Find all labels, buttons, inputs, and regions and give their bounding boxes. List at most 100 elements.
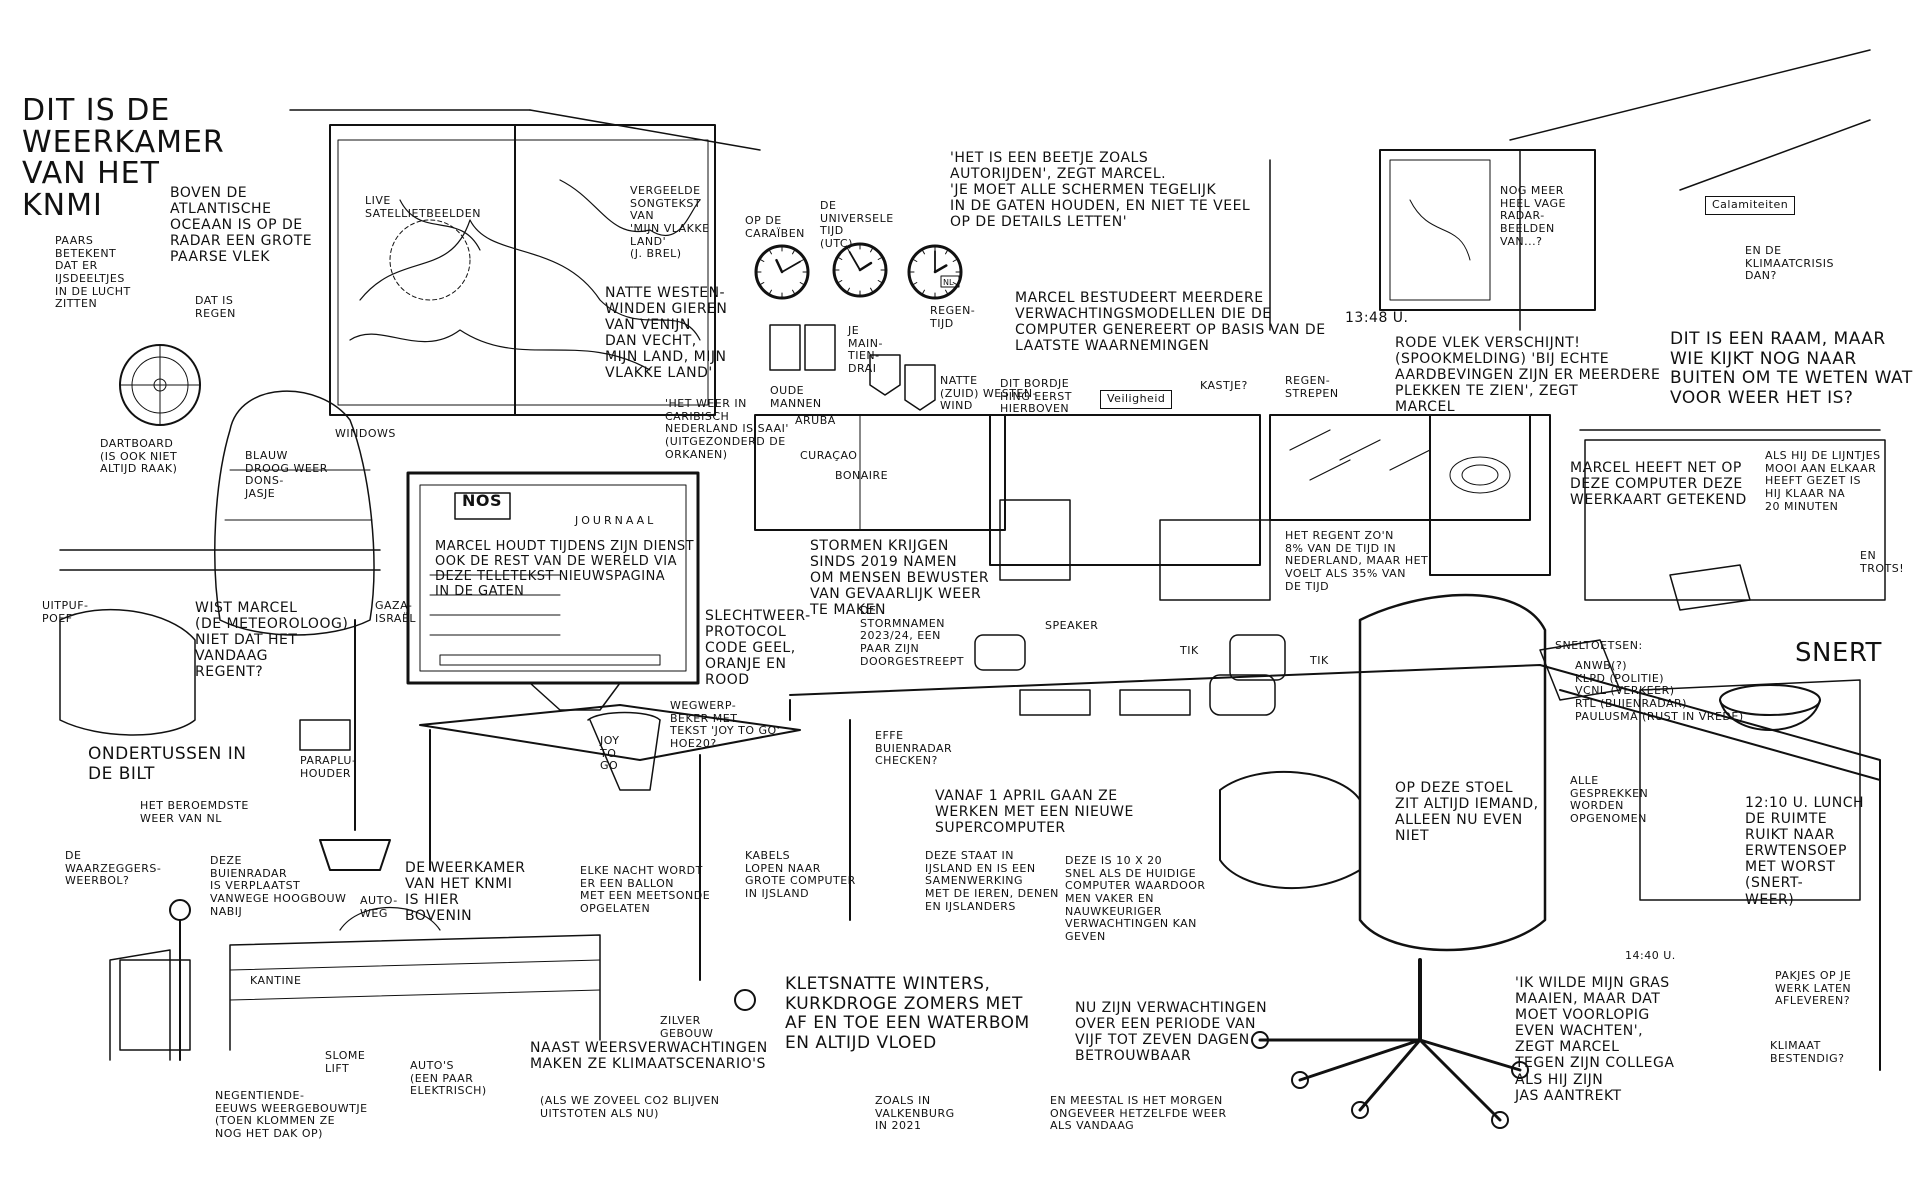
valkenburg-annotation: ZOALS IN VALKENBURG IN 2021 bbox=[875, 1094, 955, 1133]
klimaat-bestendig-annotation: KLIMAAT BESTENDIG? bbox=[1770, 1039, 1845, 1065]
ondertussen-annotation: ONDERTUSSEN IN DE BILT bbox=[88, 744, 247, 784]
satellite-screens bbox=[329, 124, 716, 416]
clock-hour-hand bbox=[775, 258, 784, 274]
marcel-bestudeert-annotation: MARCEL BESTUDEERT MEERDERE VERWACHTINGSM… bbox=[1015, 290, 1326, 355]
co2-annotation: (ALS WE ZOVEEL CO2 BLIJVEN UITSTOTEN ALS… bbox=[540, 1094, 720, 1120]
calamiteiten-sign: Calamiteiten bbox=[1705, 196, 1796, 215]
wall-clock: NL bbox=[907, 244, 963, 300]
curacao-label: CURAÇAO bbox=[800, 449, 858, 462]
regenstrepen-annotation: REGEN- STREPEN bbox=[1285, 374, 1339, 400]
caraiben-clock-label: OP DE CARAÏBEN bbox=[745, 214, 805, 240]
kletsnatte-annotation: KLETSNATTE WINTERS, KURKDROGE ZOMERS MET… bbox=[785, 974, 1030, 1053]
office-chair bbox=[1219, 593, 1547, 1129]
wall-clocks: NL bbox=[754, 242, 963, 300]
clock-tick bbox=[759, 282, 765, 285]
clock-tick bbox=[792, 249, 795, 255]
je-maintiendrai-label: JE MAIN- TIEN- DRAI bbox=[848, 324, 883, 375]
marcel-houdt-annotation: MARCEL HOUDT TIJDENS ZIJN DIENST OOK DE … bbox=[435, 539, 695, 599]
clock-tick bbox=[837, 257, 843, 260]
center-screens bbox=[754, 414, 1531, 601]
telephone bbox=[1539, 564, 1751, 701]
knmi-building bbox=[109, 899, 601, 1061]
autoweg-label: AUTO- WEG bbox=[360, 894, 398, 920]
tik-label-1: TIK bbox=[1180, 644, 1199, 657]
sneltoets-item: VCNL (VERKEER) bbox=[1575, 684, 1675, 698]
nog-meer-annotation: NOG MEER HEEL VAGE RADAR- BEELDEN VAN...… bbox=[1500, 184, 1566, 248]
autorijden-quote: 'HET IS EEN BEETJE ZOALS AUTORIJDEN', ZE… bbox=[950, 150, 1251, 231]
wall-clock bbox=[754, 244, 810, 300]
clock-tick bbox=[769, 289, 772, 295]
wall-plaques bbox=[769, 324, 936, 411]
rode-vlek-annotation: RODE VLEK VERSCHIJNT! (SPOOKMELDING) 'BI… bbox=[1395, 335, 1661, 416]
raam-annotation: DIT IS EEN RAAM, MAAR WIE KIJKT NOG NAAR… bbox=[1670, 329, 1913, 408]
nos-logo: NOS bbox=[462, 491, 503, 510]
beroemdste-annotation: HET BEROEMDSTE WEER VAN NL bbox=[140, 799, 249, 825]
live-sat-annotation: LIVE SATELLIETBEELDEN bbox=[365, 194, 481, 220]
veiligheid-sign: Veiligheid bbox=[1100, 390, 1173, 409]
title-annotation: DIT IS DE WEERKAMER VAN HET KNMI bbox=[22, 93, 225, 223]
bonaire-label: BONAIRE bbox=[835, 469, 889, 482]
paars-annotation: PAARS BETEKENT DAT ER IJSDEELTJES IN DE … bbox=[55, 234, 131, 311]
sneltoetsen-title: SNELTOETSEN: bbox=[1555, 639, 1643, 652]
clock-tick bbox=[952, 282, 958, 285]
left-desk bbox=[419, 704, 801, 1011]
upper-right-screen bbox=[1379, 149, 1596, 311]
stormen-annotation: STORMEN KRIJGEN SINDS 2019 NAMEN OM MENS… bbox=[810, 538, 990, 619]
clock-tick bbox=[799, 282, 805, 285]
autos-label: AUTO'S (EEN PAAR ELEKTRISCH) bbox=[410, 1059, 487, 1098]
gesprekken-annotation: ALLE GESPREKKEN WORDEN OPGENOMEN bbox=[1570, 774, 1649, 825]
pakjes-annotation: PAKJES OP JE WERK LATEN AFLEVEREN? bbox=[1775, 969, 1852, 1008]
sneltoets-item: PAULUSMA (RUST IN VREDE) bbox=[1575, 709, 1744, 723]
clock-tick bbox=[870, 247, 873, 253]
stoel-annotation: OP DEZE STOEL ZIT ALTIJD IEMAND, ALLEEN … bbox=[1395, 780, 1539, 845]
slome-lift-label: SLOME LIFT bbox=[325, 1049, 366, 1075]
gras-quote: 'IK WILDE MIJN GRAS MAAIEN, MAAR DAT MOE… bbox=[1515, 975, 1675, 1104]
caribisch-annotation: 'HET WEER IN CARIBISCH NEDERLAND IS SAAI… bbox=[665, 397, 789, 461]
wist-marcel-annotation: WIST MARCEL (DE METEOROLOOG) NIET DAT HE… bbox=[195, 600, 349, 681]
soup-bowl bbox=[1719, 684, 1821, 731]
clock-tick bbox=[877, 257, 883, 260]
regentijd-label: REGEN- TIJD bbox=[930, 304, 976, 330]
snert-label: SNERT bbox=[1795, 638, 1882, 668]
ijsland-annotation: DEZE STAAT IN IJSLAND EN IS EEN SAMENWER… bbox=[925, 849, 1059, 913]
stormnamen-annotation: DE STORMNAMEN 2023/24, EEN PAAR ZIJN DOO… bbox=[860, 604, 965, 668]
effe-annotation: EFFE BUIENRADAR CHECKEN? bbox=[875, 729, 953, 768]
clock-tick bbox=[922, 249, 925, 255]
clock-tick bbox=[945, 289, 948, 295]
speaker-label: SPEAKER bbox=[1045, 619, 1099, 632]
clock-tick bbox=[759, 259, 765, 262]
gaza-label: GAZA- ISRAËL bbox=[375, 599, 417, 625]
aruba-label: ARUBA bbox=[795, 414, 836, 427]
betrouwbaar-annotation: NU ZIJN VERWACHTINGEN OVER EEN PERIODE V… bbox=[1075, 1000, 1268, 1065]
clock-hour-hand bbox=[933, 264, 948, 274]
coat-stand bbox=[214, 390, 391, 871]
natte-zuid-label: NATTE (ZUID) WESTEN- WIND bbox=[940, 374, 1038, 413]
windows-label: WINDOWS bbox=[335, 427, 396, 440]
weather-map-screen bbox=[1429, 414, 1886, 601]
clock-minute-hand bbox=[781, 260, 801, 273]
clock-hour-hand bbox=[858, 261, 873, 272]
dons-annotation: BLAUW DROOG WEER DONS- JASJE bbox=[245, 449, 328, 500]
time-1348: 13:48 U. bbox=[1345, 310, 1409, 326]
utc-clock-label: DE UNIVERSELE TIJD (UTC) bbox=[820, 199, 894, 250]
lijntjes-annotation: ALS HIJ DE LIJNTJES MOOI AAN ELKAAR HEEF… bbox=[1765, 449, 1881, 513]
sneltoets-item: RTL (BUIENRADAR) bbox=[1575, 696, 1687, 710]
paraplu-annotation: PARAPLU- HOUDER bbox=[300, 754, 357, 780]
room-lines bbox=[59, 49, 1881, 571]
negentiende-annotation: NEGENTIENDE- EEUWS WEERGEBOUWTJE (TOEN K… bbox=[215, 1089, 368, 1140]
clock-tick bbox=[912, 282, 918, 285]
regen-annotation: DAT IS REGEN bbox=[195, 294, 236, 320]
uitpufpoef-annotation: UITPUF- POEF bbox=[42, 599, 89, 625]
joy-to-go-label: JOY TO GO bbox=[600, 734, 620, 773]
weerkamer-hier-annotation: DE WEERKAMER VAN HET KNMI IS HIER BOVENI… bbox=[405, 860, 526, 925]
vanaf-april-annotation: VANAF 1 APRIL GAAN ZE WERKEN MET EEN NIE… bbox=[935, 788, 1134, 837]
het-regent-annotation: HET REGENT ZO'N 8% VAN DE TIJD IN NEDERL… bbox=[1285, 529, 1429, 593]
tien-x-annotation: DEZE IS 10 X 20 SNEL ALS DE HUIDIGE COMP… bbox=[1065, 854, 1206, 943]
dartboard bbox=[119, 344, 201, 426]
ballon-annotation: ELKE NACHT WORDT ER EEN BALLON MET EEN M… bbox=[580, 864, 711, 915]
weerkaart-annotation: MARCEL HEEFT NET OP DEZE COMPUTER DEZE W… bbox=[1570, 460, 1747, 509]
clock-tick bbox=[870, 287, 873, 293]
clock-tick bbox=[837, 280, 843, 283]
clock-tick bbox=[945, 249, 948, 255]
